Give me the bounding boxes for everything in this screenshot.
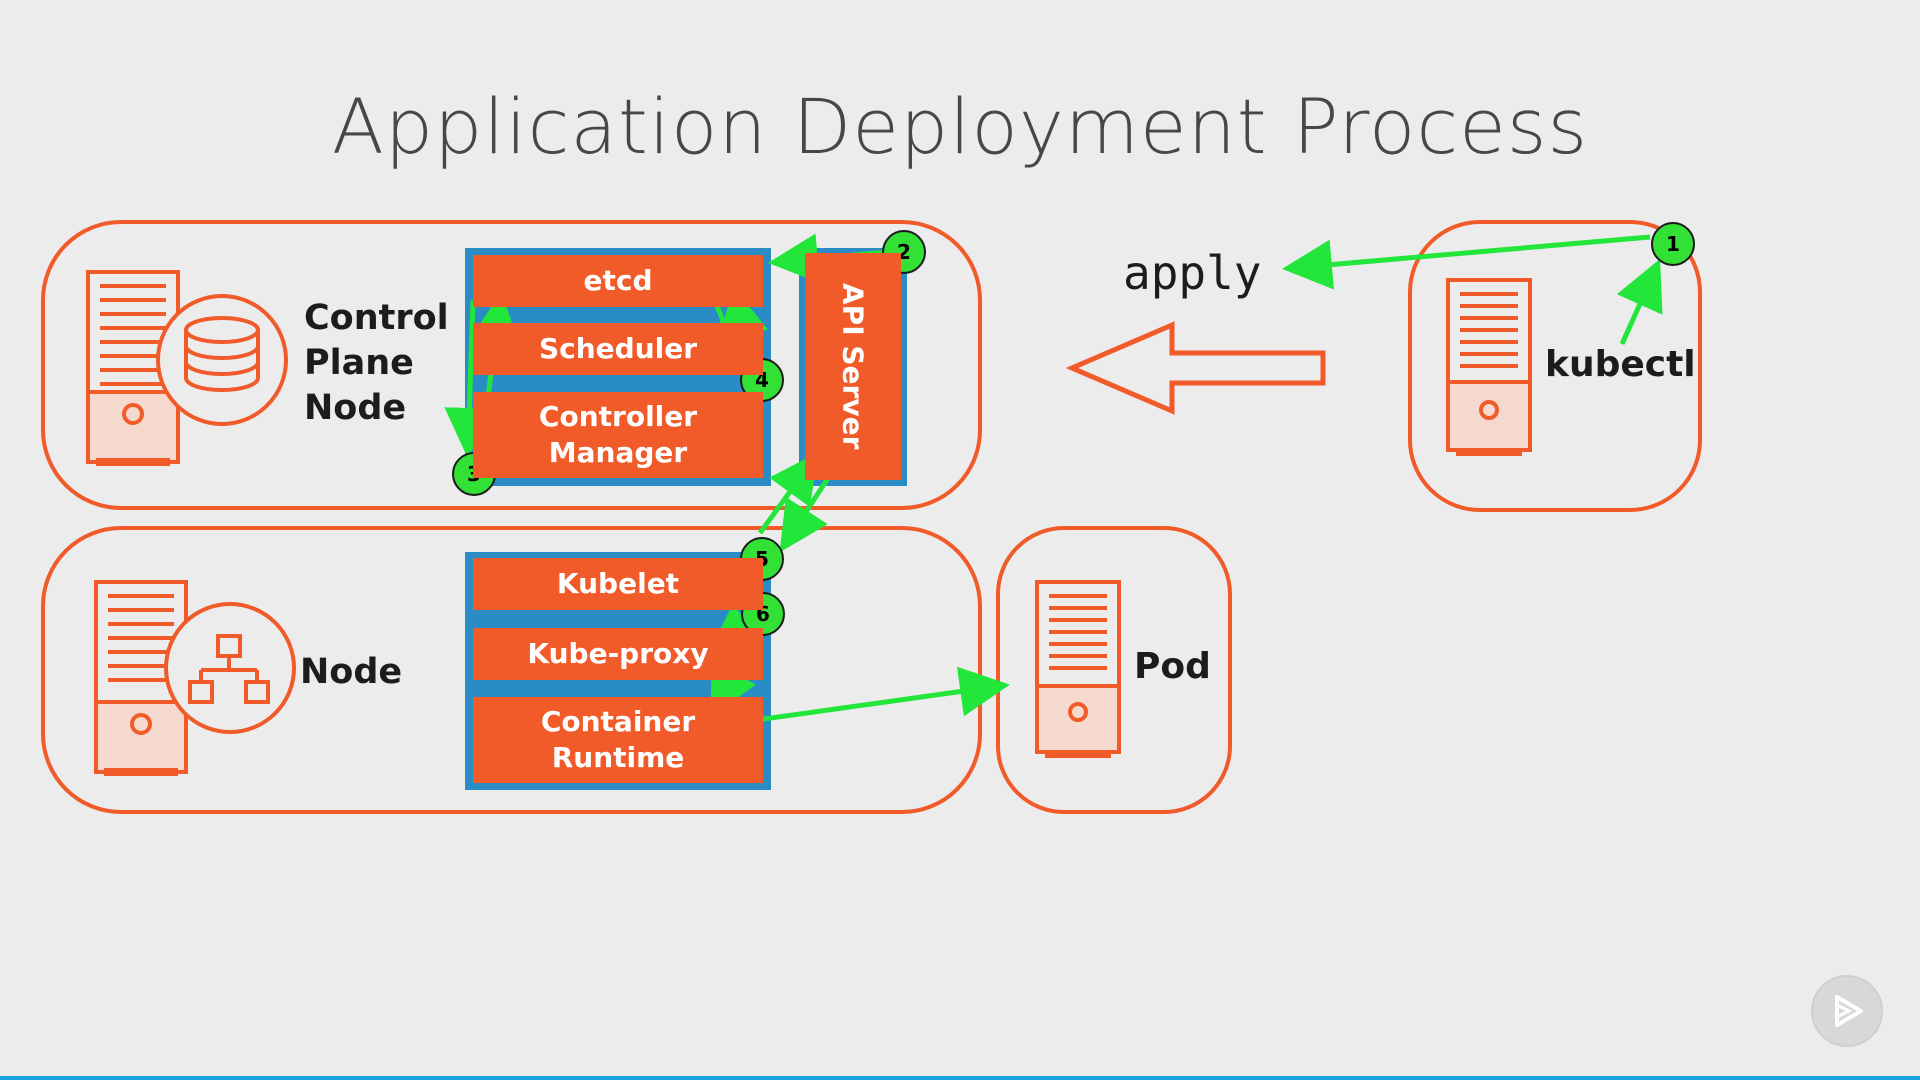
play-icon <box>1835 995 1863 1027</box>
control-plane-label: Control Plane Node <box>304 298 449 428</box>
kubectl-box <box>1408 220 1702 512</box>
apply-command: apply <box>1123 246 1262 300</box>
scheduler-component: Scheduler <box>473 323 763 375</box>
deploy-arrow-icon <box>1065 321 1326 415</box>
network-server-icon <box>94 580 296 776</box>
flow-arrow <box>1282 234 1651 290</box>
control-plane-box <box>41 220 982 510</box>
kube-proxy-component: Kube-proxy <box>473 628 763 680</box>
etcd-component: etcd <box>473 255 763 307</box>
flow-arrow <box>779 470 835 553</box>
slide-title: Application Deployment Process <box>331 82 1589 171</box>
controller-manager-component: Controller Manager <box>473 392 763 478</box>
server-icon <box>1446 278 1532 456</box>
svg-text:1: 1 <box>1666 232 1680 256</box>
kubectl-label: kubectl <box>1545 344 1696 385</box>
flow-arrow <box>1616 258 1663 346</box>
progress-bar <box>0 1076 1920 1080</box>
database-server-icon <box>86 270 288 466</box>
play-button[interactable] <box>1811 975 1883 1047</box>
pod-label: Pod <box>1134 646 1211 687</box>
pod-server-icon <box>1035 580 1121 758</box>
worker-node-label: Node <box>300 652 403 692</box>
api-server-label: API Server <box>836 283 870 450</box>
api-server-component: API Server <box>805 253 901 480</box>
step-badge: 1 <box>1651 222 1695 266</box>
flow-arrow <box>757 451 819 535</box>
container-runtime-component: Container Runtime <box>473 697 763 783</box>
kubelet-component: Kubelet <box>473 558 763 610</box>
